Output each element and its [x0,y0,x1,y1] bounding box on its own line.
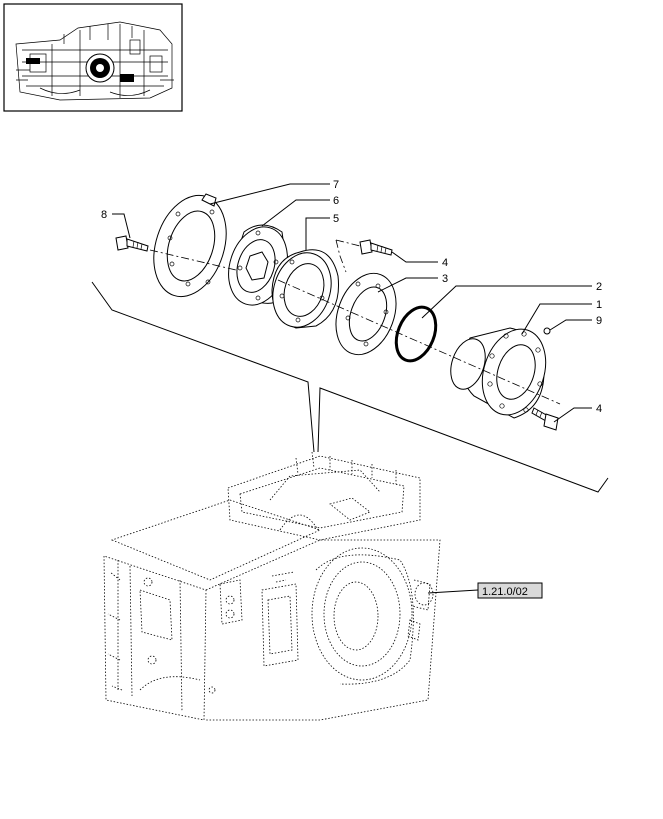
callout-6[interactable]: 6 [333,195,339,207]
leader-lines [112,183,592,423]
callout-4-upper[interactable]: 4 [442,257,448,269]
part-3-gasket[interactable] [325,265,406,363]
assembly-axis-lines [149,239,561,405]
part-9-plug[interactable] [543,327,551,335]
transmission-casing [103,451,441,721]
part-7-flange-plate[interactable] [142,186,239,306]
cross-reference-box[interactable] [477,582,543,599]
cross-reference-label[interactable]: 1.21.0/02 [482,586,528,598]
part-1-housing[interactable] [445,321,556,423]
callout-2[interactable]: 2 [596,281,602,293]
callout-3[interactable]: 3 [442,273,448,285]
part-4-bolt-lower[interactable] [531,407,559,431]
exploded-view-outline [91,281,609,493]
callout-4-lower[interactable]: 4 [596,403,602,415]
callout-8[interactable]: 8 [101,209,107,221]
part-2-o-ring[interactable] [389,301,443,366]
callout-9[interactable]: 9 [596,315,602,327]
callout-labels: 7 6 5 8 4 3 2 1 9 4 [101,179,602,415]
part-8-bolt[interactable] [115,235,149,252]
transmission-overview-icon [15,21,174,101]
part-5-ring-flange[interactable] [264,245,341,335]
callout-5[interactable]: 5 [333,213,339,225]
part-4-bolt-upper[interactable] [359,239,393,256]
cross-reference[interactable]: 1.21.0/02 [427,582,543,599]
callout-1[interactable]: 1 [596,299,602,311]
callout-7[interactable]: 7 [333,179,339,191]
thumbnail-frame[interactable] [3,3,183,112]
